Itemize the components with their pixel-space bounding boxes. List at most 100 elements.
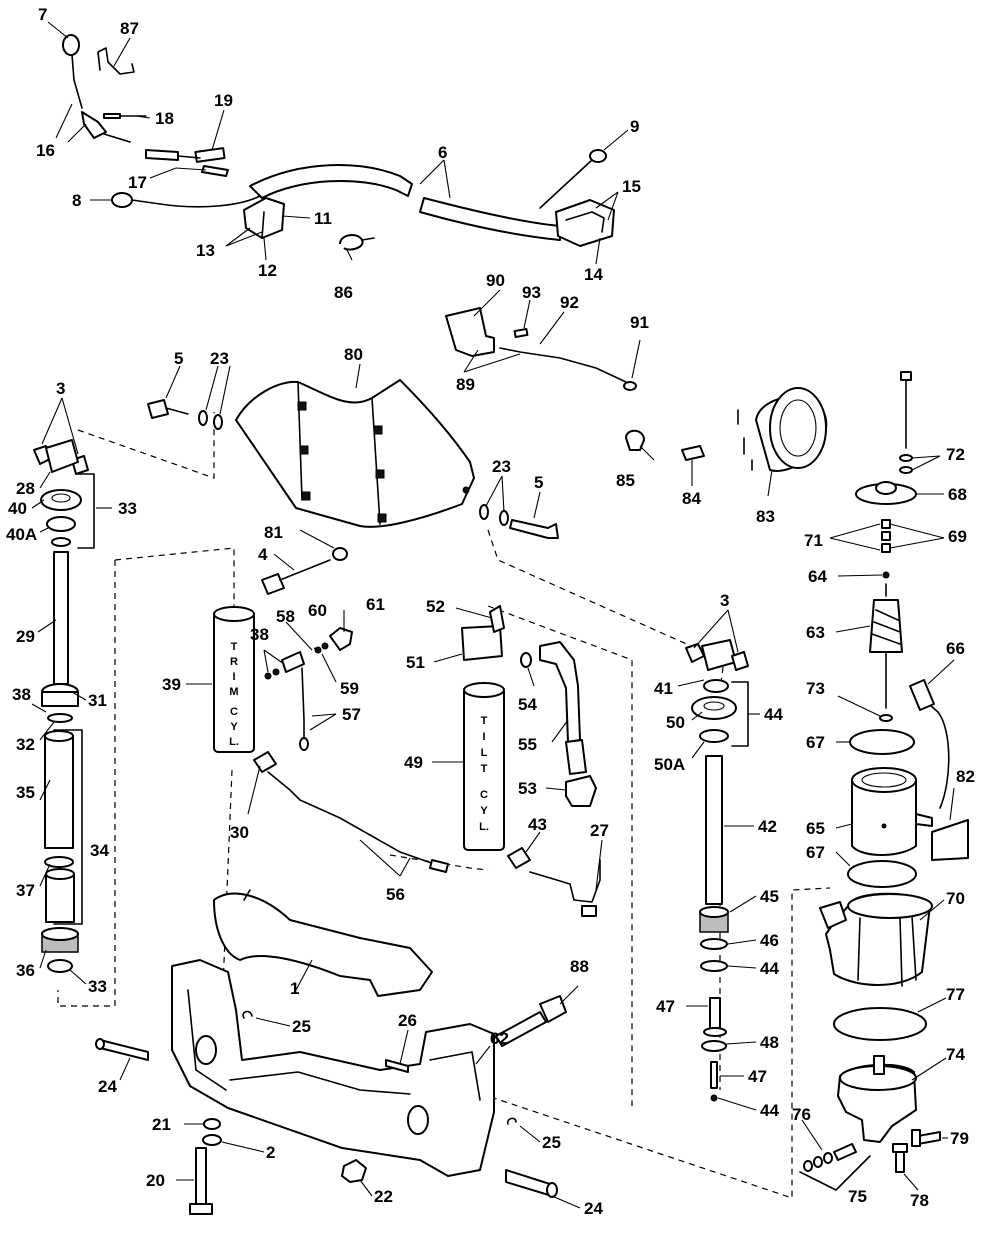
callout-32: 32 <box>16 735 35 754</box>
trunnion-41 <box>701 639 737 671</box>
callout-24-left: 24 <box>98 1077 117 1096</box>
fitting-43 <box>507 847 531 869</box>
callout-76: 76 <box>792 1105 811 1124</box>
leader <box>69 969 87 985</box>
cap-33 <box>40 489 82 511</box>
leader <box>205 365 231 415</box>
terminal-91 <box>623 381 637 391</box>
callout-64: 64 <box>808 567 827 586</box>
callout-42: 42 <box>758 817 777 836</box>
callout-61: 61 <box>366 595 385 614</box>
ball-59b <box>272 668 280 676</box>
callout-69: 69 <box>948 527 967 546</box>
callout-33-top: 33 <box>118 499 137 518</box>
callout-12: 12 <box>258 261 277 280</box>
leader <box>247 765 261 815</box>
bracket-line-44 <box>731 681 749 747</box>
leader <box>299 529 335 549</box>
bracket-hole <box>301 491 311 501</box>
connector-17-lead <box>177 155 201 159</box>
leader <box>37 619 57 633</box>
leader <box>31 499 45 509</box>
callout-92: 92 <box>560 293 579 312</box>
trim-cylinder-39-group: T R I M C Y L. <box>213 606 353 753</box>
ring-46 <box>700 938 728 950</box>
callout-48: 48 <box>760 1033 779 1052</box>
bracket-hole <box>377 513 387 523</box>
transom-bracket-62 <box>171 959 495 1177</box>
screw-79 <box>917 1131 941 1145</box>
sleeve-37-top <box>45 868 75 880</box>
leader <box>527 667 535 687</box>
fasteners-5-23 <box>147 399 559 595</box>
ball-59 <box>264 672 272 680</box>
callout-23-top: 23 <box>210 349 229 368</box>
leader <box>919 899 945 921</box>
elbow-53 <box>565 775 597 807</box>
clip-25-left <box>242 1010 253 1019</box>
callout-51: 51 <box>406 653 425 672</box>
leader <box>399 1029 409 1065</box>
battery-lead-16 <box>71 54 83 109</box>
leader <box>693 609 739 653</box>
callout-24-right: 24 <box>584 1199 603 1218</box>
through-bolt-72-head <box>900 371 912 381</box>
pivot-hole <box>407 1105 429 1135</box>
brush-69 <box>881 519 891 529</box>
trunnion-28 <box>45 439 79 473</box>
tilt-cylinder-49-group: T I L T C Y L. <box>253 605 601 917</box>
swivel-bracket-1-rib <box>243 889 251 901</box>
clamp-86-tab <box>361 237 375 241</box>
right-pushrod-stack <box>685 639 749 1102</box>
ring-41 <box>703 679 729 693</box>
leader <box>595 191 619 221</box>
bracket-hole <box>373 425 383 435</box>
tilt-cyl-letter: L <box>481 747 488 759</box>
callout-62: 62 <box>490 1029 509 1048</box>
tilt-cyl-letter: C <box>480 789 488 801</box>
pivot-hole <box>195 1035 217 1065</box>
callout-91: 91 <box>630 313 649 332</box>
armature-63-windings <box>871 609 901 645</box>
callout-26: 26 <box>398 1011 417 1030</box>
washer-81 <box>332 547 348 561</box>
trim-cyl-letter: I <box>232 671 235 683</box>
callout-36: 36 <box>16 961 35 980</box>
dash-guide <box>114 547 235 612</box>
leader <box>475 1045 491 1065</box>
leader <box>835 625 871 633</box>
bracket-line-33 <box>77 473 95 549</box>
bolt-20-head <box>189 1203 213 1215</box>
cover-bracket-80-group <box>235 379 475 528</box>
callout-44-mid: 44 <box>760 959 779 978</box>
leader <box>523 299 531 329</box>
leader <box>31 703 47 713</box>
callout-5-top: 5 <box>174 349 183 368</box>
nut-3-right-b <box>731 651 749 671</box>
leader <box>677 679 705 687</box>
washer-23-left <box>198 410 208 426</box>
ball-44 <box>710 1094 718 1102</box>
callout-39: 39 <box>162 675 181 694</box>
callout-72: 72 <box>946 445 965 464</box>
clip-25-right <box>506 1117 517 1125</box>
callout-45: 45 <box>760 887 779 906</box>
callout-56: 56 <box>386 885 405 904</box>
leader <box>559 985 579 1005</box>
callout-43: 43 <box>528 815 547 834</box>
leader <box>835 851 851 867</box>
callout-80: 80 <box>344 345 363 364</box>
leader <box>39 721 55 741</box>
leader <box>71 691 87 701</box>
callout-55: 55 <box>518 735 537 754</box>
connector-17b <box>201 165 229 177</box>
swivel-bracket-1 <box>213 892 433 997</box>
bolt-5-left <box>147 399 169 419</box>
pin-47 <box>710 1061 718 1089</box>
sender-body-90 <box>445 307 495 357</box>
callout-31: 31 <box>88 691 107 710</box>
leader <box>767 469 773 497</box>
leader <box>717 1097 757 1111</box>
fitting-58 <box>281 651 305 673</box>
